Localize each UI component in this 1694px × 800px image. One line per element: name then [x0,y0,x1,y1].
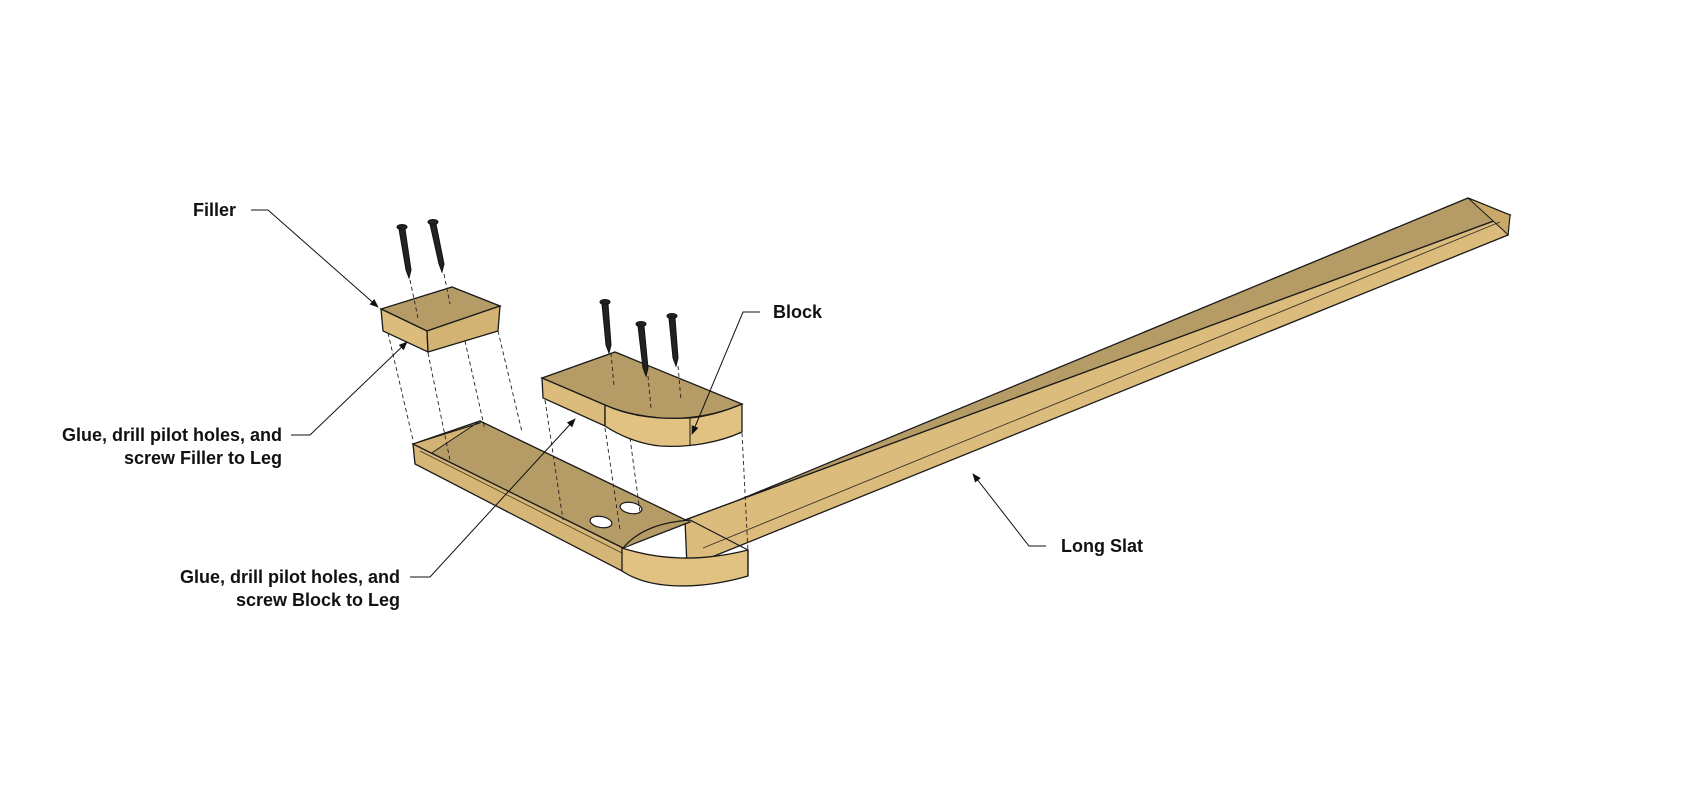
screw-icon [427,219,445,274]
callout-leaders [251,209,1046,578]
leg-slat [411,420,749,587]
block-leader [691,311,760,435]
filler-label: Filler [193,200,237,220]
screw-icon [599,299,612,355]
block-piece [540,351,744,448]
leg-rounded-corner [621,547,749,587]
long-slat-side [684,214,1511,568]
screw-icon [666,313,679,368]
pilot-hole-icon [589,515,613,529]
projection-lines [387,273,749,553]
screw-icon [396,224,412,280]
filler-block [379,286,502,354]
long-slat-leader [972,473,1046,547]
glue-block-leader [410,418,576,578]
glue-filler-line-1: Glue, drill pilot holes, and [61,425,282,445]
block-rounded-face [604,403,743,448]
glue-block-label: Glue, drill pilot holes, and screw Block… [180,566,400,612]
screws [396,219,679,378]
glue-block-line-1: Glue, drill pilot holes, and [179,567,400,587]
glue-filler-line-2: screw Filler to Leg [123,448,282,468]
glue-filler-leader [291,341,408,436]
long-slat [622,197,1512,568]
glue-block-line-2: screw Block to Leg [235,590,400,610]
screw-icon [635,321,649,378]
filler-leader [251,209,379,308]
long-slat-label: Long Slat [1061,536,1143,556]
glue-filler-label: Glue, drill pilot holes, and screw Fille… [62,424,282,470]
pilot-hole-icon [619,501,643,515]
block-label: Block [773,302,823,322]
long-slat-end [1467,197,1511,237]
